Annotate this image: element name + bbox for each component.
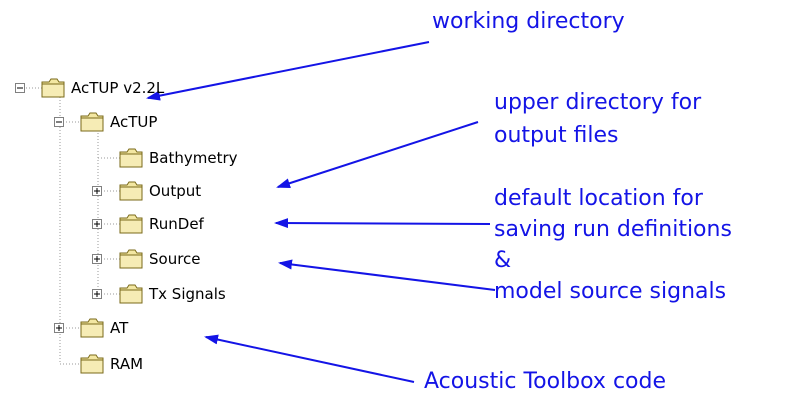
- expander-source-plus[interactable]: [92, 254, 102, 264]
- arrow-default-location: [274, 218, 491, 229]
- arrow-model-source: [278, 259, 496, 291]
- tree-label-rundef[interactable]: RunDef: [149, 215, 204, 233]
- folder-icon-actup: [80, 112, 104, 132]
- folder-icon-txsignals: [119, 284, 143, 304]
- folder-icon-root: [41, 78, 65, 98]
- tree-label-root[interactable]: AcTUP v2.2L: [71, 79, 165, 97]
- annotation-upper-dir-line2: output files: [494, 123, 619, 148]
- folder-icon-rundef: [119, 214, 143, 234]
- annotation-default-loc-line3: &: [494, 248, 512, 273]
- tree-connector-lines: [20, 87, 120, 365]
- annotation-upper-dir-line1: upper directory for: [494, 90, 702, 115]
- arrow-acoustic-toolbox: [204, 334, 415, 383]
- folder-icons: [41, 78, 143, 374]
- annotation-acoustic-toolbox: Acoustic Toolbox code: [424, 369, 666, 394]
- tree-label-output[interactable]: Output: [149, 182, 202, 200]
- annotation-default-loc-line4: model source signals: [494, 279, 727, 304]
- expander-rundef-plus[interactable]: [92, 219, 102, 229]
- folder-icon-bathymetry: [119, 148, 143, 168]
- expander-root-minus[interactable]: [15, 83, 25, 93]
- expander-txsignals-plus[interactable]: [92, 289, 102, 299]
- arrow-upper-directory: [276, 121, 479, 189]
- folder-icon-output: [119, 181, 143, 201]
- annotation-default-loc-line1: default location for: [494, 186, 703, 211]
- annotation-working-directory: working directory: [432, 9, 625, 34]
- expander-actup-minus[interactable]: [54, 117, 64, 127]
- tree-label-ram[interactable]: RAM: [110, 355, 144, 373]
- annotation-arrows: [146, 41, 496, 383]
- expander-output-plus[interactable]: [92, 186, 102, 196]
- folder-icon-ram: [80, 354, 104, 374]
- tree-label-at[interactable]: AT: [110, 319, 129, 337]
- tree-label-txsignals[interactable]: Tx Signals: [149, 285, 226, 303]
- arrow-working-directory: [146, 41, 430, 101]
- expander-at-plus[interactable]: [54, 323, 64, 333]
- tree-label-bathymetry[interactable]: Bathymetry: [149, 149, 238, 167]
- tree-label-source[interactable]: Source: [149, 250, 201, 268]
- folder-icon-source: [119, 249, 143, 269]
- folder-icon-at: [80, 318, 104, 338]
- tree-label-actup[interactable]: AcTUP: [110, 113, 158, 131]
- annotation-default-loc-line2: saving run definitions: [494, 217, 732, 242]
